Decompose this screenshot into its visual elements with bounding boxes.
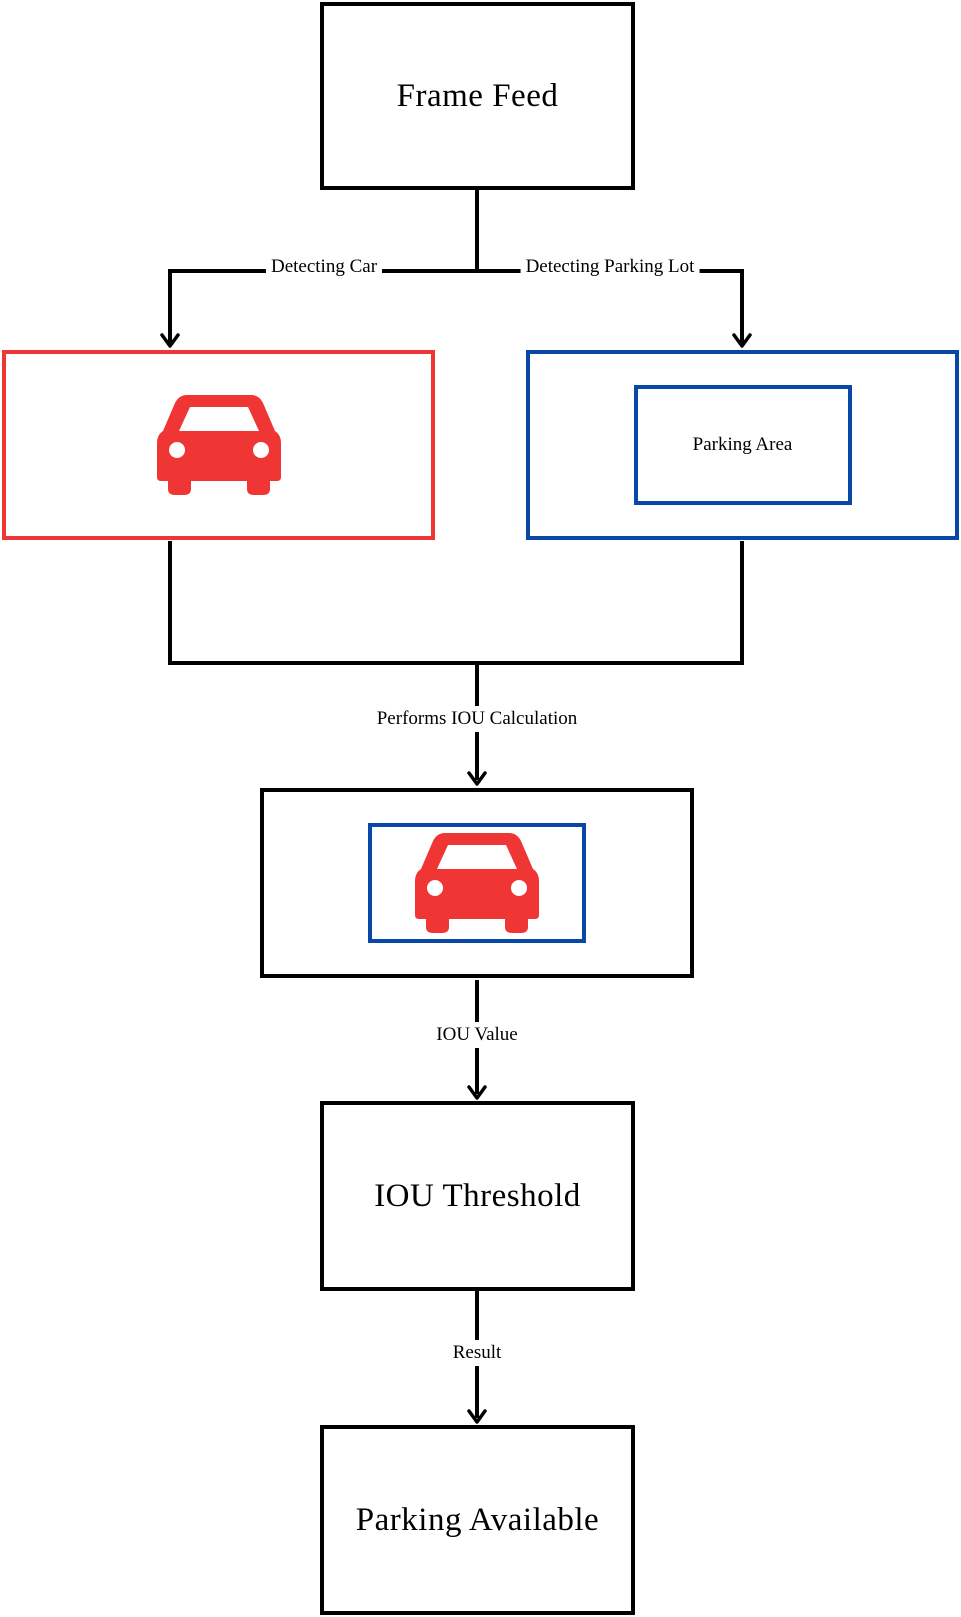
edge-label-result: Result [447,1340,507,1366]
arrowhead-parking [732,333,752,348]
arrowhead-result [467,1409,487,1424]
iou-threshold-node: IOU Threshold [320,1101,635,1291]
iou-threshold-label: IOU Threshold [374,1177,581,1214]
parking-area-label: Parking Area [692,434,793,455]
arrowhead-car [160,333,180,348]
arrowhead-iou-box [467,771,487,786]
arrowhead-threshold [467,1085,487,1100]
parking-lot-detection-box: Parking Area [526,350,959,540]
parking-area-box: Parking Area [633,385,852,505]
car-detection-box [2,350,435,540]
frame-feed-label: Frame Feed [396,77,559,114]
parking-available-node: Parking Available [320,1425,635,1615]
iou-calculation-box [260,788,694,978]
edge-label-iou-value: IOU Value [431,1022,523,1048]
frame-feed-node: Frame Feed [320,2,635,190]
car-icon [415,833,539,933]
parking-available-label: Parking Available [355,1501,600,1538]
edge-label-detecting-parking-lot: Detecting Parking Lot [520,254,700,280]
car-icon [156,395,281,495]
edge-label-performs-iou: Performs IOU Calculation [371,706,583,732]
edge-label-detecting-car: Detecting Car [265,254,383,280]
overlap-parking-box [368,823,586,943]
